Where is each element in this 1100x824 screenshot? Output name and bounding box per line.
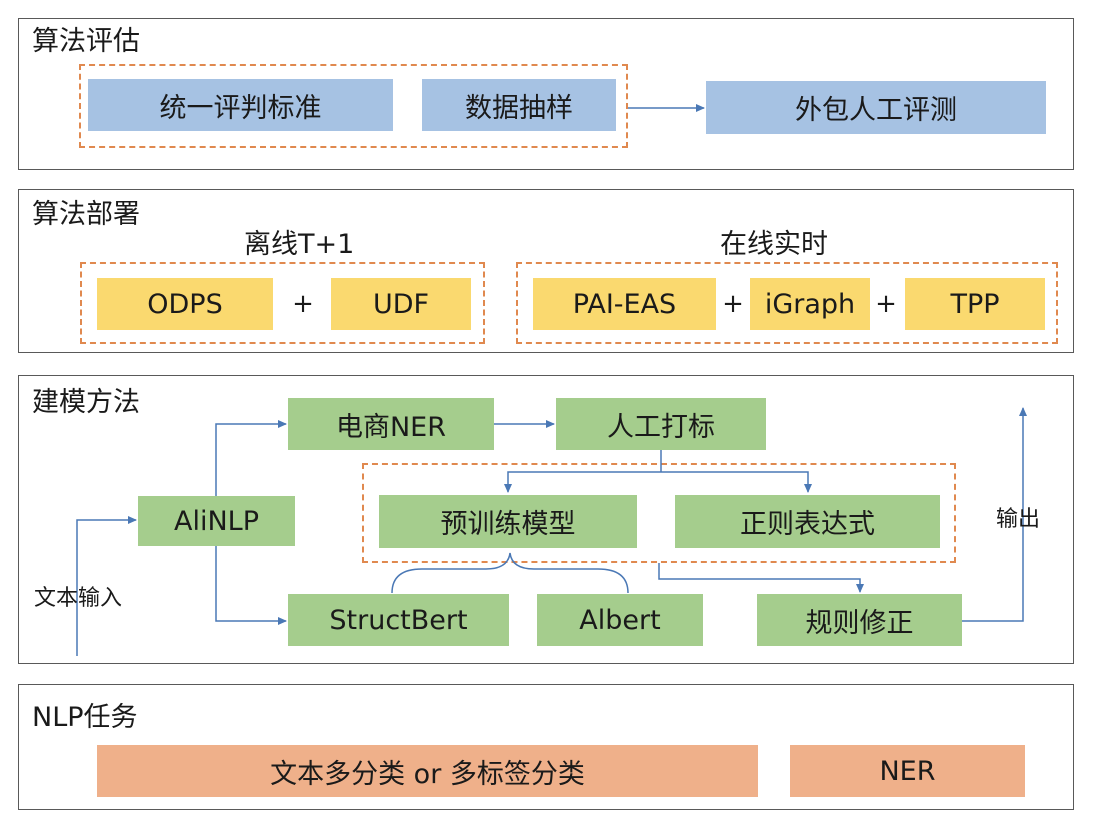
- online-dashed-group: [516, 262, 1058, 344]
- tasks-title: NLP任务: [32, 702, 138, 733]
- eval-dashed-group: [79, 64, 628, 148]
- node-regex: 正则表达式: [675, 495, 940, 548]
- offline-label: 离线T+1: [244, 229, 355, 260]
- online-box-pai-eas: PAI-EAS: [533, 278, 716, 330]
- modeling-dashed-group: [362, 463, 956, 563]
- online-plus-1: +: [722, 289, 744, 319]
- offline-dashed-group: [80, 262, 485, 344]
- input-arrow: [76, 516, 137, 656]
- alinlp-to-structbert-arrow: [215, 546, 287, 625]
- node-ecom-ner: 电商NER: [288, 398, 494, 450]
- node-manual-labeling: 人工打标: [556, 398, 766, 450]
- node-albert: Albert: [537, 594, 703, 646]
- pretrain-brace: [391, 552, 629, 594]
- online-plus-2: +: [875, 289, 897, 319]
- online-label: 在线实时: [720, 229, 828, 260]
- offline-box-udf: UDF: [331, 278, 471, 330]
- task-box-classification: 文本多分类 or 多标签分类: [97, 745, 758, 797]
- text-input-label: 文本输入: [34, 586, 123, 611]
- deploy-title: 算法部署: [32, 199, 140, 230]
- eval-title: 算法评估: [32, 26, 140, 57]
- eval-box-standard: 统一评判标准: [88, 79, 393, 131]
- eval-box-outsourced: 外包人工评测: [706, 81, 1046, 134]
- node-rule-fix: 规则修正: [757, 594, 962, 646]
- node-pretrained-model: 预训练模型: [379, 495, 637, 548]
- labeling-to-pretrain-arrow: [504, 471, 661, 493]
- labeling-to-regex-arrow: [661, 471, 812, 493]
- group-to-rulefix-arrow: [658, 563, 864, 593]
- task-box-ner: NER: [790, 745, 1025, 797]
- output-arrow: [962, 407, 1027, 622]
- offline-box-odps: ODPS: [97, 278, 273, 330]
- eval-box-sampling: 数据抽样: [422, 79, 616, 131]
- online-box-tpp: TPP: [905, 278, 1045, 330]
- output-label: 输出: [996, 507, 1041, 532]
- modeling-title: 建模方法: [32, 387, 140, 418]
- node-alinlp: AliNLP: [138, 496, 295, 546]
- offline-plus: +: [292, 289, 314, 319]
- alinlp-to-ner-arrow: [215, 420, 287, 496]
- online-box-igraph: iGraph: [750, 278, 870, 330]
- node-structbert: StructBert: [288, 594, 509, 646]
